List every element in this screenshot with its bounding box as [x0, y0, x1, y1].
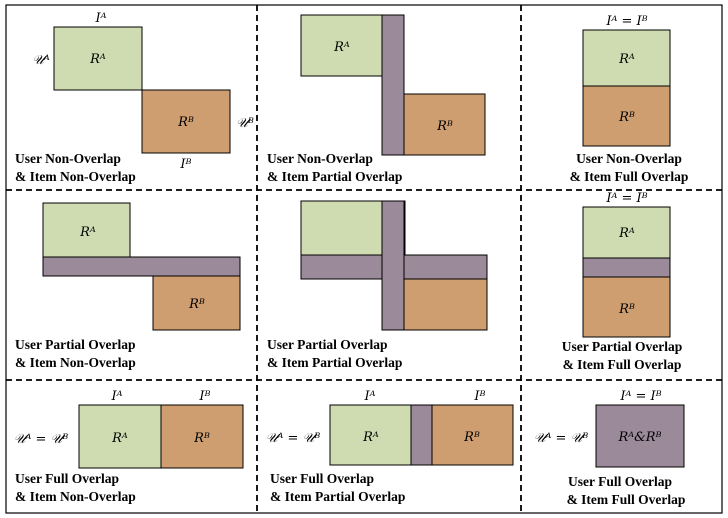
- label-ia-eq-ib: Iᴬ = Iᴮ: [619, 389, 661, 404]
- caption-line2: & Item Non-Overlap: [15, 355, 136, 370]
- block-rb: [582, 85, 671, 147]
- caption-line1: User Non-Overlap: [15, 151, 121, 166]
- label-ia-eq-ib: Iᴬ = Iᴮ: [605, 191, 647, 206]
- caption-line2: & Item Partial Overlap: [267, 169, 402, 184]
- caption-line1: User Full Overlap: [15, 471, 119, 486]
- caption-line1: User Partial Overlap: [562, 339, 682, 354]
- block-rb: [582, 276, 671, 338]
- caption-line1: User Non-Overlap: [576, 151, 682, 166]
- label-ra: Rᴬ: [111, 431, 128, 446]
- cell-user-full-item-non: Iᴬ Iᴮ 𝒰ᴬ = 𝒰ᴮ Rᴬ Rᴮ User Full Overlap & …: [14, 389, 244, 504]
- label-ra: Rᴬ: [618, 52, 635, 67]
- cell-user-partial-item-partial: User Partial Overlap & Item Partial Over…: [267, 200, 488, 370]
- caption-line1: User Full Overlap: [568, 474, 672, 489]
- cell-user-non-item-full: Iᴬ = Iᴮ Rᴬ Rᴮ User Non-Overlap & Item Fu…: [570, 14, 689, 184]
- block-ra: [300, 14, 383, 77]
- caption-line2: & Item Partial Overlap: [267, 355, 402, 370]
- label-ia: Iᴬ: [110, 389, 122, 404]
- block-overlap-vertical: [381, 200, 405, 331]
- outer-border: [5, 4, 723, 514]
- label-rb: Rᴮ: [188, 297, 205, 312]
- block-overlap: [42, 256, 241, 277]
- label-ib: Iᴮ: [473, 389, 485, 404]
- label-ra: Rᴬ: [362, 430, 379, 445]
- caption-line2: & Item Full Overlap: [570, 169, 689, 184]
- caption-line1: User Partial Overlap: [267, 337, 387, 352]
- block-ra: [53, 26, 143, 91]
- cell-user-full-item-full: Iᴬ = Iᴮ 𝒰ᴬ = 𝒰ᴮ Rᴬ&Rᴮ User Full Overlap …: [534, 389, 686, 507]
- label-ia: Iᴬ: [94, 11, 106, 26]
- label-ra-and-rb: Rᴬ&Rᴮ: [617, 430, 661, 445]
- label-ua-eq-ub: 𝒰ᴬ = 𝒰ᴮ: [266, 431, 321, 446]
- block-rb: [160, 404, 244, 469]
- block-overlap: [582, 257, 671, 278]
- caption-line2: & Item Non-Overlap: [15, 169, 136, 184]
- label-ua: 𝒰ᴬ: [32, 53, 50, 68]
- caption-line2: & Item Non-Overlap: [15, 489, 136, 504]
- cell-user-full-item-partial: Iᴬ Iᴮ 𝒰ᴬ = 𝒰ᴮ Rᴬ Rᴮ User Full Overlap & …: [266, 389, 514, 504]
- label-ua-eq-ub: 𝒰ᴬ = 𝒰ᴮ: [534, 431, 589, 446]
- caption-line2: & Item Partial Overlap: [270, 489, 405, 504]
- cell-user-non-item-non: Rᴬ Rᴮ Iᴬ 𝒰ᴬ 𝒰ᴮ Iᴮ User Non-Overlap & Ite…: [15, 11, 254, 184]
- caption-line1: User Full Overlap: [270, 471, 374, 486]
- block-rb: [403, 93, 486, 156]
- block-rb: [152, 275, 241, 331]
- label-ra: Rᴬ: [333, 40, 350, 55]
- block-ra: [78, 404, 162, 469]
- label-ua-eq-ub: 𝒰ᴬ = 𝒰ᴮ: [14, 432, 69, 447]
- label-ia-eq-ib: Iᴬ = Iᴮ: [605, 14, 647, 29]
- caption-line2: & Item Full Overlap: [563, 357, 682, 372]
- block-ra: [329, 404, 412, 466]
- label-rb: Rᴮ: [618, 302, 635, 317]
- label-rb: Rᴮ: [177, 115, 194, 130]
- caption-line1: User Partial Overlap: [15, 337, 135, 352]
- label-ra: Rᴬ: [89, 52, 106, 67]
- cell-user-partial-item-non: Rᴬ Rᴮ User Partial Overlap & Item Non-Ov…: [15, 202, 241, 370]
- cell-user-partial-item-full: Iᴬ = Iᴮ Rᴬ Rᴮ User Partial Overlap & Ite…: [562, 191, 682, 372]
- block-ra-and-rb: [595, 404, 685, 468]
- label-rb: Rᴮ: [193, 431, 210, 446]
- label-rb: Rᴮ: [463, 430, 480, 445]
- block-ra: [582, 29, 671, 87]
- label-ub: 𝒰ᴮ: [236, 116, 254, 131]
- label-ib: Iᴮ: [198, 389, 210, 404]
- caption-line2: & Item Full Overlap: [567, 492, 686, 507]
- block-rb: [431, 404, 514, 466]
- caption-line1: User Non-Overlap: [267, 151, 373, 166]
- label-ra: Rᴬ: [618, 226, 635, 241]
- label-rb: Rᴮ: [436, 119, 453, 134]
- block-overlap: [381, 14, 405, 156]
- block-overlap: [410, 404, 433, 466]
- block-ra: [582, 206, 671, 259]
- block-rb: [141, 89, 231, 154]
- label-ib: Iᴮ: [179, 157, 191, 172]
- label-ra: Rᴬ: [79, 225, 96, 240]
- label-rb: Rᴮ: [618, 110, 635, 125]
- cell-user-non-item-partial: Rᴬ Rᴮ User Non-Overlap & Item Partial Ov…: [267, 14, 486, 184]
- label-ia: Iᴬ: [363, 389, 375, 404]
